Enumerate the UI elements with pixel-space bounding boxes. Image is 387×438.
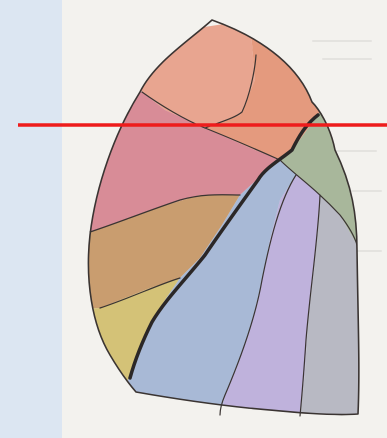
figure-stage — [0, 0, 387, 438]
lung-diagram — [0, 0, 387, 438]
